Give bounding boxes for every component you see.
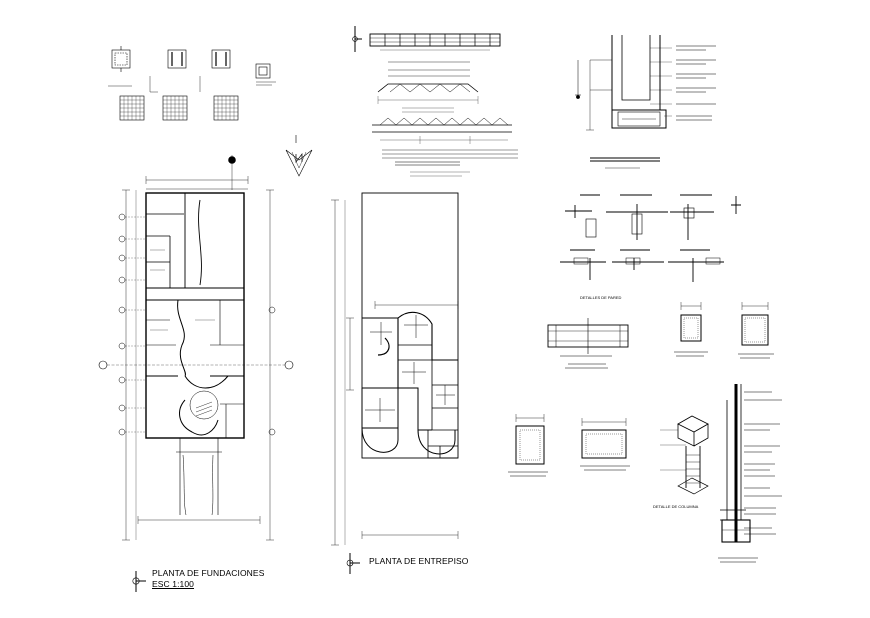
footing-details-group bbox=[108, 46, 276, 121]
north-arrow-icon bbox=[285, 135, 313, 177]
column-sections bbox=[508, 302, 774, 477]
wall-section-detail bbox=[718, 384, 782, 563]
column-detail bbox=[660, 415, 709, 495]
foundation-plan bbox=[98, 155, 294, 592]
slab-section-details bbox=[352, 26, 518, 177]
column-detail-title: DETALLE DE COLUMNA bbox=[653, 504, 699, 509]
beam-elevation-detail bbox=[547, 318, 629, 369]
foundation-plan-scale: ESC 1:100 bbox=[152, 579, 195, 589]
foundation-plan-title: PLANTA DE FUNDACIONES bbox=[152, 568, 265, 578]
foundation-wall-detail bbox=[575, 35, 716, 169]
wall-details bbox=[560, 194, 741, 282]
mezzanine-plan bbox=[331, 192, 459, 574]
wall-details-title: DETALLES DE PARED bbox=[580, 295, 622, 300]
mezzanine-plan-title: PLANTA DE ENTREPISO bbox=[369, 556, 469, 566]
